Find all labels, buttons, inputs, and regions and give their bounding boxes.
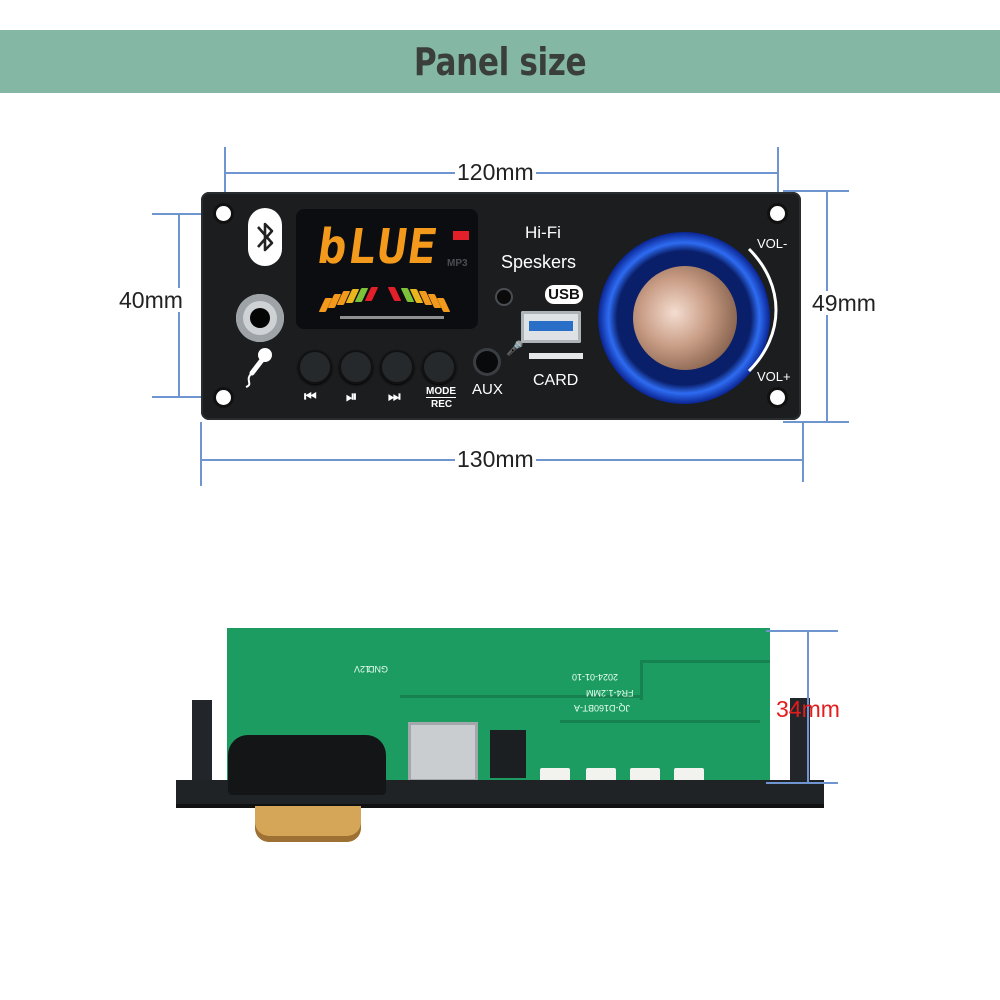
pcb-trace — [400, 695, 640, 698]
dim-bottom-left-tick — [200, 422, 202, 486]
panel-side-right — [790, 698, 810, 782]
usb-label: USB — [545, 285, 583, 304]
bluetooth-icon — [257, 222, 274, 252]
silkscreen-material: FR4-1.2MM — [586, 688, 634, 698]
mounting-hole-bottom-right — [770, 390, 785, 405]
dim-left-bottom-tick — [152, 396, 226, 398]
board-connector — [630, 768, 660, 782]
board-connector — [540, 768, 570, 782]
board-connector — [586, 768, 616, 782]
dim-top-width-label: 120mm — [455, 159, 536, 185]
previous-track-icon: ⏮ — [304, 388, 317, 404]
status-led — [497, 290, 511, 304]
panel-side-left — [192, 700, 212, 782]
dim-depth-label: 34mm — [776, 696, 840, 722]
dim-right-top-tick — [783, 190, 849, 192]
dim-depth-line — [807, 630, 809, 784]
board-connector — [674, 768, 704, 782]
silkscreen-gnd: GND — [368, 664, 388, 674]
vol-plus-label: VOL+ — [757, 369, 791, 384]
mode-rec-button[interactable] — [422, 350, 456, 384]
speakers-label: Speskers — [501, 252, 577, 272]
microphone-icon — [245, 348, 272, 388]
dim-left-height-label: 40mm — [117, 287, 185, 313]
mounting-hole-top-right — [770, 206, 785, 221]
mode-label: MODE — [426, 386, 456, 398]
display-mode-label: MP3 — [447, 258, 468, 269]
dim-depth-top-tick — [766, 630, 838, 632]
dim-bottom-width-label: 130mm — [455, 446, 536, 472]
dim-left-top-tick — [152, 213, 226, 215]
bluetooth-badge — [248, 208, 282, 266]
usb-port — [521, 311, 581, 343]
card-label: CARD — [533, 372, 579, 389]
silkscreen-model: JQ-D160BT-A — [574, 703, 631, 713]
play-pause-icon: ⏯ — [346, 388, 358, 404]
dim-depth-bottom-tick — [766, 782, 838, 784]
pcb-trace — [640, 660, 643, 700]
play-pause-button[interactable] — [339, 350, 373, 384]
vol-minus-label: VOL- — [757, 236, 788, 251]
sd-card-slot — [529, 353, 583, 359]
rec-label: REC — [431, 399, 453, 410]
volume-arc — [747, 247, 778, 373]
dim-right-height-label: 49mm — [810, 290, 878, 316]
volume-knob[interactable] — [633, 266, 737, 370]
previous-button[interactable] — [298, 350, 332, 384]
next-button[interactable] — [380, 350, 414, 384]
aux-jack — [476, 351, 498, 373]
title-banner: Panel size — [0, 30, 1000, 93]
dim-right-bottom-tick — [783, 421, 849, 423]
battery-indicator — [453, 231, 469, 240]
mounting-hole-bottom-left — [216, 390, 231, 405]
potentiometer-body — [228, 735, 386, 795]
mic-small-icon: 🎤 — [506, 340, 524, 356]
dim-bottom-right-tick — [802, 422, 804, 482]
pcb-trace — [560, 720, 760, 723]
board-sd-card-socket — [408, 722, 478, 782]
page-title: Panel size — [413, 39, 587, 84]
microphone-jack — [236, 294, 284, 342]
aux-label: AUX — [472, 381, 503, 398]
next-track-icon: ⏭ — [388, 388, 401, 404]
mounting-hole-top-left — [216, 206, 231, 221]
hifi-label: Hi-Fi — [525, 223, 561, 242]
silkscreen-12v: 12V — [354, 664, 371, 674]
silkscreen-date: 2024-01-10 — [572, 672, 619, 682]
display-text: bLUE — [314, 219, 442, 275]
display-progress-bar — [340, 316, 444, 319]
pcb-trace — [640, 660, 770, 663]
potentiometer-nut — [255, 806, 361, 842]
board-usb-socket — [490, 730, 526, 778]
